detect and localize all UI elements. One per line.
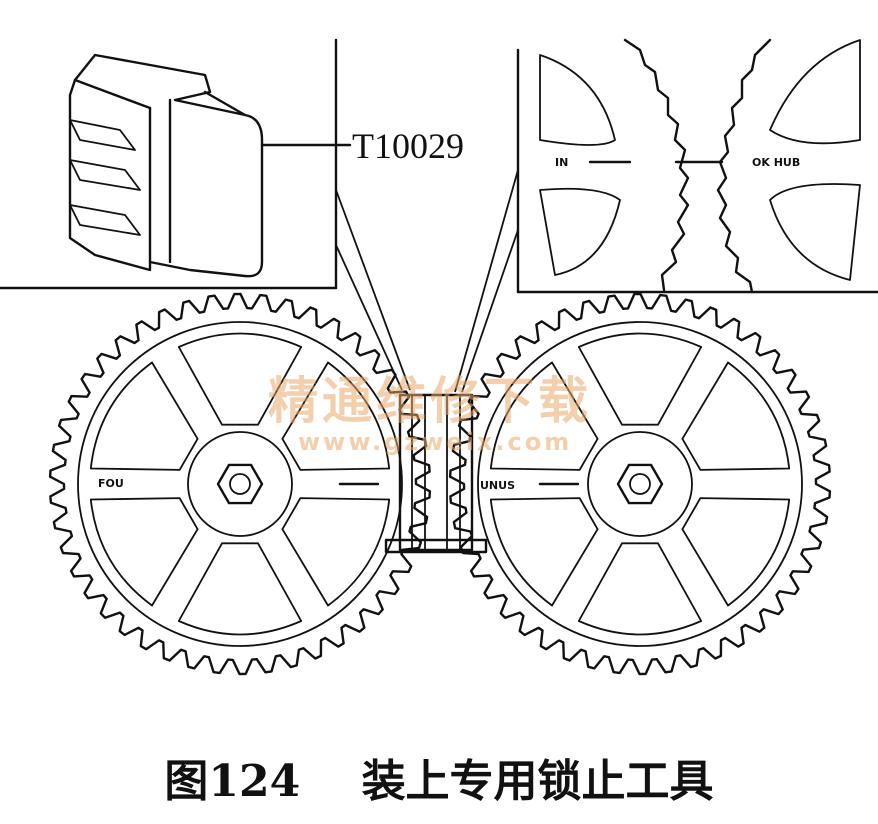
watermark-title: 精通维修下载 [268, 372, 592, 430]
gear-window [681, 361, 791, 471]
inset-mark-left: IN [555, 156, 568, 169]
watermark: 精通维修下载 www.gzweix.com [268, 372, 592, 456]
gear-rim [477, 321, 803, 647]
gear-window [177, 332, 303, 426]
hub-nut [216, 463, 264, 505]
gear-window [577, 332, 703, 426]
watermark-url: www.gzweix.com [298, 428, 572, 456]
hub-bore [229, 473, 251, 495]
gear-window [489, 497, 599, 607]
gear-window [281, 497, 391, 607]
left-gear-mark: FOU [98, 477, 124, 490]
caption-gap [300, 756, 361, 807]
gear-window [281, 361, 391, 471]
camshaft-gear-right [448, 292, 832, 676]
inset-gear-right [716, 38, 772, 294]
inset-mark-right: OK HUB [752, 156, 800, 169]
gear-window [681, 497, 791, 607]
tool-inset: T10029 [0, 38, 464, 391]
gear-hub [587, 431, 693, 537]
gear-window [89, 497, 199, 607]
figure-caption: 图124 装上专用锁止工具 [0, 752, 878, 812]
caption-number: 图124 [164, 756, 301, 807]
gear-window [89, 361, 199, 471]
right-gear-mark: UNUS [480, 479, 515, 492]
gear-window [489, 361, 599, 471]
gear-window [577, 542, 703, 636]
gear-teeth [448, 292, 832, 676]
gear-teeth [48, 292, 432, 676]
fitted-locking-tool [384, 393, 488, 554]
gear-rim [77, 321, 403, 647]
camshaft-gear-left [48, 292, 432, 676]
gear-window [177, 542, 303, 636]
marks-inset: IN OK HUB [454, 38, 878, 393]
tool-callout-label: T10029 [352, 126, 464, 166]
gear-hub [187, 431, 293, 537]
hub-bore [629, 473, 651, 495]
caption-text: 装上专用锁止工具 [361, 756, 714, 807]
hub-nut [616, 463, 664, 505]
inset-gear-left [623, 38, 690, 292]
